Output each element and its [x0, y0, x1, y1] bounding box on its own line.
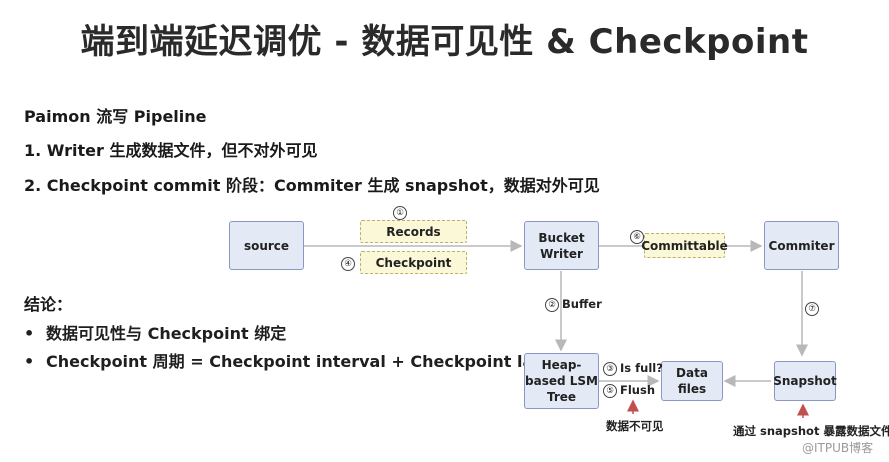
page-title: 端到端延迟调优 - 数据可见性 & Checkpoint	[80, 22, 809, 62]
lsm-tree-label: Heap-	[541, 358, 582, 372]
bucket-writer-label: Writer	[540, 246, 583, 261]
bucket-writer-node: Bucket Writer	[524, 221, 599, 270]
commiter-node: Commiter	[764, 221, 839, 270]
step-1-marker: ①	[393, 206, 407, 220]
bullet-dot: •	[24, 324, 35, 343]
pipeline-step-1: 1. Writer 生成数据文件，但不对外可见	[24, 141, 318, 160]
conclusion-bullet-text: 数据可见性与 Checkpoint 绑定	[46, 324, 287, 343]
conclusion-bullet: • 数据可见性与 Checkpoint 绑定	[24, 320, 286, 344]
data-files-node: Data files	[661, 361, 723, 401]
bullet-dot: •	[24, 352, 35, 371]
snapshot-node: Snapshot	[773, 361, 837, 401]
step-3-marker: ③	[603, 362, 617, 376]
conclusion-heading: 结论：	[24, 295, 73, 314]
not-visible-note: 数据不可见	[606, 419, 664, 433]
records-tag: Records	[360, 220, 467, 243]
lsm-tree-node: Heap- based LSM Tree	[524, 353, 599, 409]
conclusion-bullet-text: Checkpoint 周期 = Checkpoint interval + Ch…	[46, 352, 584, 371]
lsm-tree-label: based LSM	[525, 374, 598, 388]
is-full-text: Is full?	[620, 361, 663, 375]
watermark: @ITPUB博客	[802, 441, 874, 455]
conclusion-bullet: • Checkpoint 周期 = Checkpoint interval + C…	[24, 348, 583, 372]
pipeline-step-2: 2. Checkpoint commit 阶段：Commiter 生成 snap…	[24, 176, 600, 195]
flush-text: Flush	[620, 383, 656, 397]
expose-note: 通过 snapshot 暴露数据文件	[733, 424, 889, 438]
step-2-marker: ②	[545, 298, 559, 312]
bucket-writer-label: Bucket	[538, 230, 585, 245]
buffer-text: Buffer	[562, 297, 602, 311]
step-6-marker: ⑥	[630, 230, 644, 244]
step-7-marker: ⑦	[805, 302, 819, 316]
lsm-tree-label: Tree	[546, 390, 577, 404]
checkpoint-tag: Checkpoint	[360, 251, 467, 274]
pipeline-heading: Paimon 流写 Pipeline	[24, 107, 207, 126]
step-5-marker: ⑤	[603, 384, 617, 398]
source-node: source	[229, 221, 304, 270]
step-4-marker: ④	[341, 257, 355, 271]
committable-tag: Committable	[641, 233, 728, 258]
